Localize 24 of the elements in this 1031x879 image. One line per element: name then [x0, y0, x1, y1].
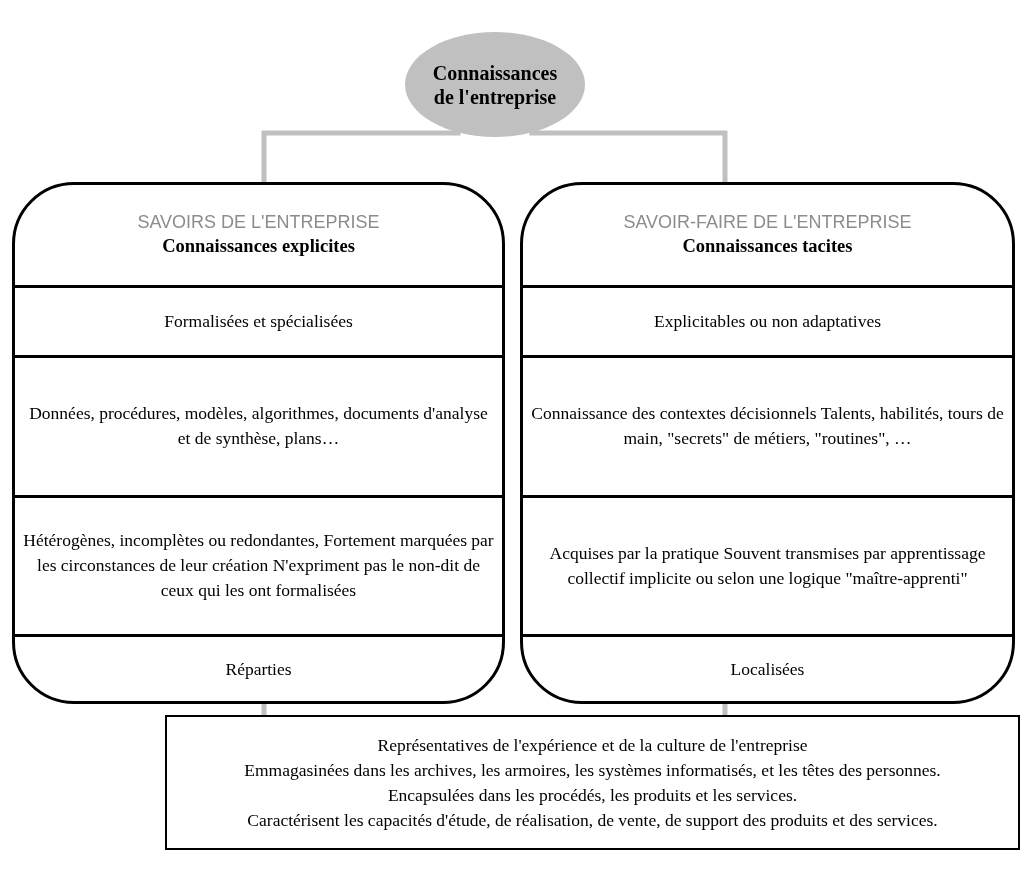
text-line: Caractérisent les capacités d'étude, de réalisation, de vente, de support des produits et des services. [247, 808, 938, 832]
panel-heading: SAVOIR-FAIRE DE L'ENTREPRISE [622, 210, 913, 234]
panel-text: Réparties [224, 658, 293, 681]
panel-text: Hétérogènes, incomplètes ou redondantes, Fortement marquées par les circonstances de leur création N'expriment pas le non-dit de ceux qui les ont formalisées [22, 529, 495, 602]
panel-subheading: Connaissances tacites [681, 234, 854, 258]
panel-text: Localisées [729, 658, 806, 681]
panel-subheading: Connaissances explicites [161, 234, 356, 258]
panel-text: Connaissance des contextes décisionnels Talents, habilités, tours de main, "secrets" de métiers, "routines", … [530, 402, 1005, 450]
connector-line [722, 704, 728, 715]
panel-heading: SAVOIRS DE L'ENTREPRISE [136, 210, 381, 234]
text-line: Emmagasinées dans les archives, les armoires, les systèmes informatisés, et les têtes des personnes. [244, 758, 941, 782]
connector-line [261, 704, 267, 715]
panel-text: Acquises par la pratique Souvent transmises par apprentissage collectif implicite ou selon une logique "maître-apprenti" [548, 541, 987, 590]
panel-text: Formalisées et spécialisées [163, 309, 354, 333]
rounded-panel [520, 182, 1015, 704]
panel-text: Données, procédures, modèles, algorithmes, documents d'analyse et de synthèse, plans… [28, 402, 489, 450]
text-box [165, 715, 1020, 850]
text-line: Représentatives de l'expérience et de la culture de l'entreprise [377, 733, 808, 757]
text-line: Encapsulées dans les procédés, les produits et les services. [387, 783, 798, 807]
connector-line [529, 130, 728, 182]
node-title: Connaissances de l'entreprise [431, 60, 559, 109]
panel-text: Explicitables ou non adaptatives [653, 309, 882, 333]
connector-line [261, 130, 461, 182]
rounded-panel [12, 182, 505, 704]
